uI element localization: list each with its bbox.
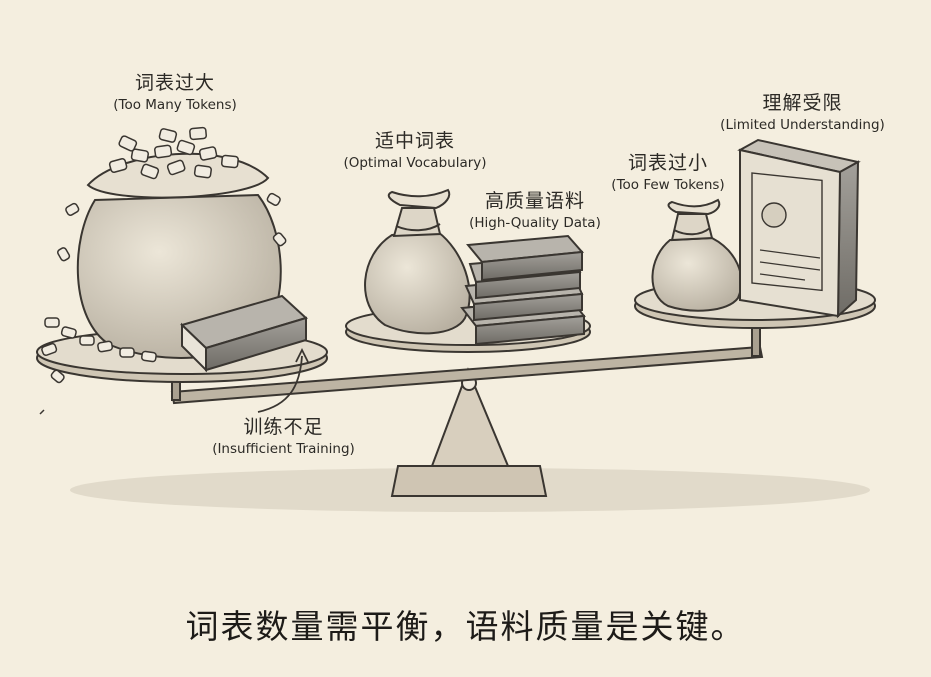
label-optimal-zh: 适中词表 [374, 130, 455, 152]
label-too-few-en: (Too Few Tokens) [611, 177, 725, 193]
caption: 词表数量需平衡，语料质量是关键。 [185, 607, 746, 646]
label-high-quality-data: 高质量语料 (High-Quality Data) [455, 186, 615, 231]
insufficient-arrowhead [295, 347, 309, 363]
label-too-few-zh: 词表过小 [627, 152, 708, 174]
book-stack [460, 234, 586, 346]
label-limited-zh: 理解受限 [762, 92, 843, 114]
label-insufficient-training: 训练不足 (Insufficient Training) [196, 412, 371, 457]
label-insufficient-en: (Insufficient Training) [212, 441, 355, 457]
small-book [180, 294, 308, 373]
label-limited-understanding: 理解受限 (Limited Understanding) [710, 88, 895, 133]
label-limited-en: (Limited Understanding) [720, 117, 885, 133]
label-too-many-tokens: 词表过大 (Too Many Tokens) [95, 68, 255, 113]
label-quality-en: (High-Quality Data) [469, 215, 601, 231]
medium-token-sack [364, 188, 471, 335]
label-too-few-tokens: 词表过小 (Too Few Tokens) [598, 148, 738, 193]
label-optimal-vocabulary: 适中词表 (Optimal Vocabulary) [335, 126, 495, 171]
fulcrum [390, 367, 548, 497]
label-insufficient-zh: 训练不足 [243, 416, 324, 438]
sketch-mark [39, 409, 45, 415]
label-too-many-en: (Too Many Tokens) [113, 97, 237, 113]
label-optimal-en: (Optimal Vocabulary) [343, 155, 487, 171]
large-book [737, 138, 861, 319]
label-quality-zh: 高质量语料 [484, 190, 585, 212]
insufficient-arrow [257, 355, 303, 413]
label-too-many-zh: 词表过大 [134, 72, 215, 94]
large-token-sack [41, 126, 287, 384]
small-token-sack [651, 198, 743, 312]
